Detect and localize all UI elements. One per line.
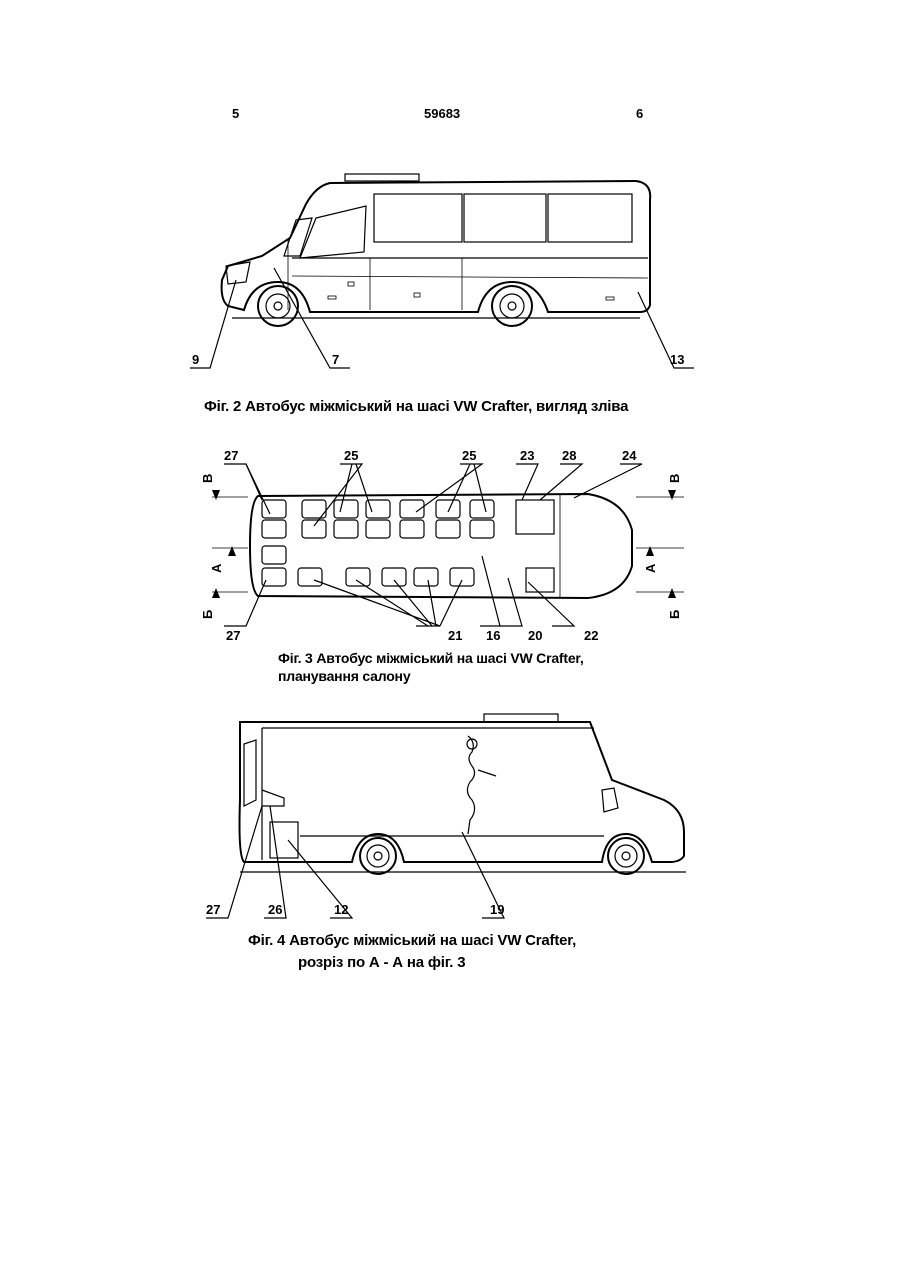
label-12: 12 <box>334 902 348 917</box>
figure-4-caption-line1: Фіг. 4 Автобус міжміський на шасі VW Cra… <box>248 932 576 949</box>
front-wheel <box>608 838 644 874</box>
label-19: 19 <box>490 902 504 917</box>
roof-hatch <box>484 714 558 722</box>
figure-4-caption-line2: розріз по А - А на фіг. 3 <box>298 954 465 971</box>
label-26: 26 <box>268 902 282 917</box>
label-27: 27 <box>206 902 220 917</box>
rear-wheel <box>360 838 396 874</box>
